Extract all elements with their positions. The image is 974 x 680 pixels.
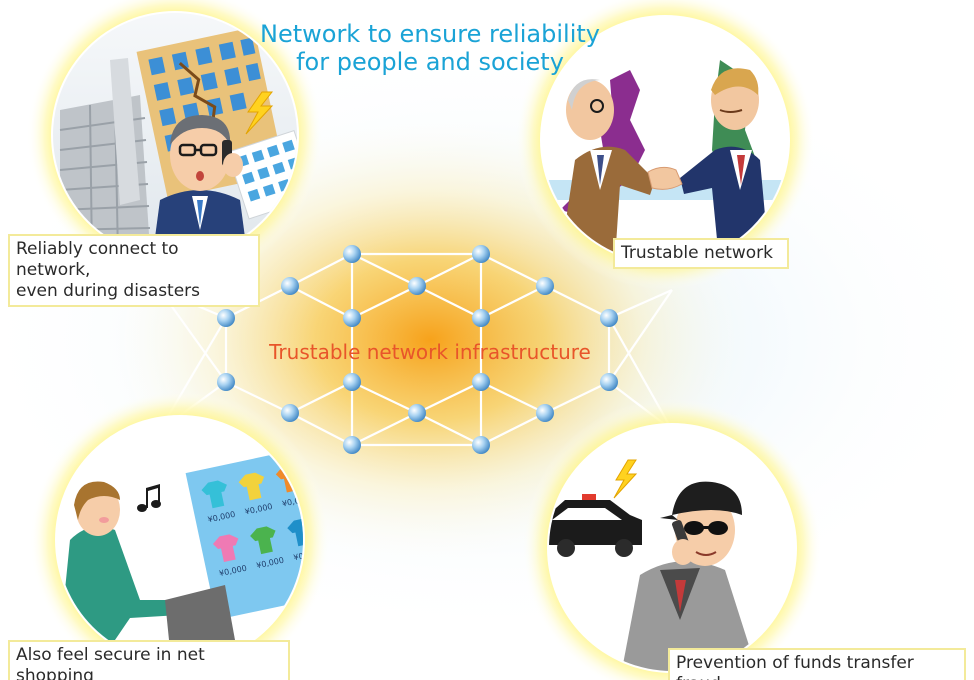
network-node [472, 436, 490, 454]
network-link [480, 381, 546, 414]
network-link [289, 253, 353, 287]
network-node [600, 309, 618, 327]
price-label: ¥0,000 [293, 548, 322, 563]
network-node [281, 404, 299, 422]
diagram-title: Network to ensure reliability for people… [230, 20, 630, 76]
network-nodes [217, 245, 618, 454]
network-node [343, 245, 361, 263]
title-line-2: for people and society [296, 48, 564, 76]
title-line-1: Network to ensure reliability [260, 20, 600, 48]
network-link [289, 285, 353, 319]
handshake-icon [647, 166, 683, 190]
network-node [408, 277, 426, 295]
network-node [343, 436, 361, 454]
disaster-scene [27, 0, 323, 283]
caption-disaster: Reliably connect to network, even during… [8, 234, 260, 307]
network-link [351, 285, 418, 319]
tshirt-icon [201, 464, 303, 563]
caption-line-1: Reliably connect to network, [16, 239, 179, 280]
caption-net-shopping: Also feel secure in net shopping [8, 640, 290, 680]
network-node [281, 277, 299, 295]
network-node [536, 277, 554, 295]
network-node [472, 245, 490, 263]
network-link [480, 253, 546, 287]
network-link [544, 285, 610, 319]
network-node [600, 373, 618, 391]
network-node [408, 404, 426, 422]
shopping-scene: ¥0,000 ¥0,000 ¥0,000 ¥0,000 ¥0,000 ¥0,00… [30, 390, 330, 680]
network-link [416, 381, 482, 414]
crack-icon [178, 62, 217, 129]
caption-trustable-network: Trustable network [613, 238, 789, 269]
network-link [480, 412, 546, 446]
network-link [608, 288, 673, 320]
network-link [416, 285, 482, 319]
lightning-icon [245, 91, 274, 135]
police-car-icon [549, 494, 642, 557]
network-node [472, 373, 490, 391]
network-link [416, 412, 482, 446]
network-link [289, 381, 353, 414]
caption-line-2: even during disasters [16, 281, 201, 301]
network-link [351, 253, 418, 287]
network-link [480, 285, 546, 319]
caption-fraud-prevention: Prevention of funds transfer fraud [668, 648, 966, 680]
music-note-icon [137, 484, 161, 512]
network-link [544, 381, 610, 414]
network-link [351, 381, 418, 414]
network-link [225, 381, 291, 414]
network-node [343, 373, 361, 391]
network-link [416, 253, 482, 287]
center-label: Trustable network infrastructure [269, 340, 591, 364]
network-link [351, 412, 418, 446]
network-link [608, 289, 673, 383]
network-node [217, 373, 235, 391]
network-node [343, 309, 361, 327]
network-node [536, 404, 554, 422]
network-node [217, 309, 235, 327]
network-link [289, 412, 353, 446]
handshake-scene [515, 0, 815, 290]
network-node [472, 309, 490, 327]
sunglasses-icon [684, 521, 728, 535]
